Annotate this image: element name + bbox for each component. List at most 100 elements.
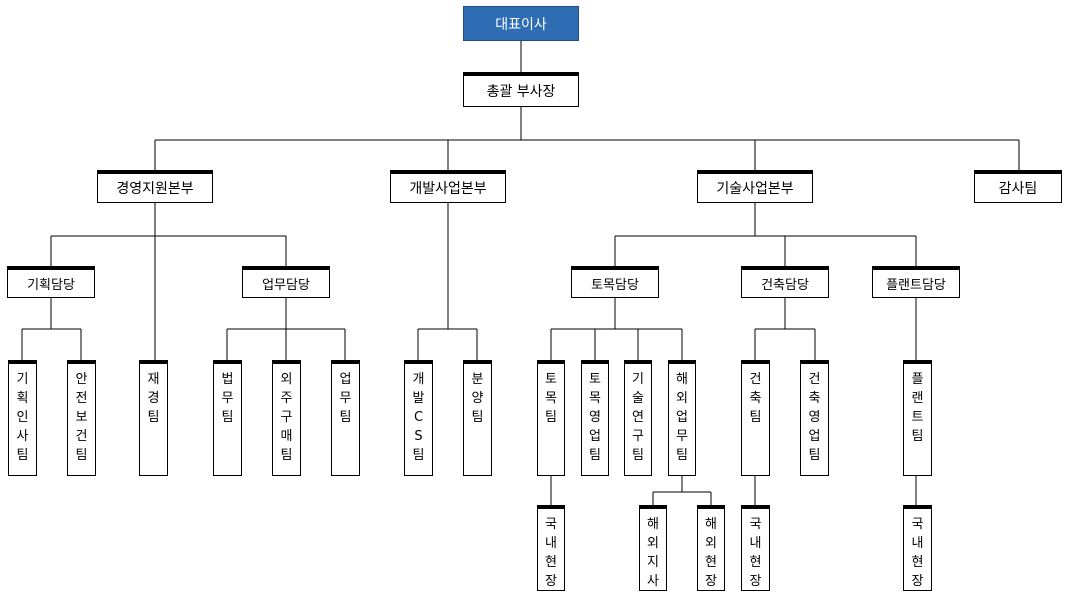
label-char: 팀	[808, 448, 821, 463]
label-char: 영	[808, 410, 821, 425]
label-char: C	[413, 410, 424, 425]
label-char: 팀	[676, 448, 688, 463]
label-char: 개	[412, 372, 425, 387]
label-char: 해	[647, 517, 659, 532]
label-char: 외	[280, 372, 293, 387]
label-char: 분	[471, 372, 484, 387]
label-char: 업	[339, 372, 352, 387]
label-char: 축	[808, 391, 821, 406]
label-char: 매	[280, 429, 293, 444]
label-char: 목	[589, 391, 601, 406]
division-audit: 감사팀	[974, 170, 1062, 203]
label-char: 무	[221, 391, 234, 406]
label-char: 국	[911, 517, 924, 532]
label-char: 해	[705, 517, 717, 532]
label-char: 재	[147, 372, 160, 387]
label-char: 팀	[280, 448, 293, 463]
label-char: 획	[16, 391, 29, 406]
label-char: 발	[412, 391, 425, 406]
label-char: 국	[749, 517, 762, 532]
label-char: 인	[16, 410, 29, 425]
label-char: 장	[705, 574, 717, 589]
label-char: 목	[545, 391, 557, 406]
label-char: 플	[911, 372, 924, 387]
label-char: 보	[75, 410, 88, 425]
label-char: 해	[676, 372, 688, 387]
label-char: 주	[280, 391, 293, 406]
label-char: 팀	[911, 429, 924, 444]
label-char: 국	[545, 517, 557, 532]
label-char: 장	[911, 574, 924, 589]
label-char: 업	[589, 429, 601, 444]
label-char: 팀	[471, 410, 484, 425]
label-char: 전	[75, 391, 88, 406]
label-char: 기	[632, 372, 644, 387]
label-char: 내	[911, 536, 924, 551]
label-char: 경	[147, 391, 160, 406]
label-char: 사	[16, 429, 29, 444]
label-char: 사	[647, 574, 659, 589]
label-char: 팀	[221, 410, 234, 425]
label-char: 술	[632, 391, 644, 406]
label-char: 업	[808, 429, 821, 444]
label-char: 외	[647, 536, 659, 551]
division-development: 개발사업본부	[390, 170, 506, 203]
label-char: 외	[676, 391, 688, 406]
label-char: 업	[676, 410, 688, 425]
manager-planning: 기획담당	[7, 266, 95, 298]
division-technology: 기술사업본부	[697, 170, 813, 203]
label-char: 현	[749, 555, 762, 570]
label-char: 연	[632, 410, 644, 425]
label-char: 양	[471, 391, 484, 406]
manager-building: 건축담당	[741, 266, 829, 298]
label-char: 건	[808, 372, 821, 387]
vp-box: 총괄 부사장	[463, 72, 579, 107]
label-char: 팀	[589, 448, 601, 463]
manager-plant: 플랜트담당	[872, 266, 960, 298]
label-char: 안	[75, 372, 88, 387]
label-char: 외	[705, 536, 717, 551]
label-char: 팀	[147, 410, 160, 425]
label-char: 팀	[75, 448, 88, 463]
label-char: 토	[589, 372, 601, 387]
label-char: 구	[632, 429, 644, 444]
label-char: 팀	[16, 448, 29, 463]
manager-business: 업무담당	[242, 266, 330, 298]
label-char: 내	[545, 536, 557, 551]
label-char: 지	[647, 555, 659, 570]
label-char: 팀	[545, 410, 557, 425]
label-char: 현	[545, 555, 557, 570]
label-char: 현	[705, 555, 717, 570]
label-char: 트	[911, 410, 924, 425]
label-char: 구	[280, 410, 293, 425]
manager-civil: 토목담당	[571, 266, 659, 298]
label-char: 건	[75, 429, 88, 444]
label-char: 장	[545, 574, 557, 589]
label-char: 현	[911, 555, 924, 570]
label-char: 팀	[412, 448, 425, 463]
division-management: 경영지원본부	[97, 170, 213, 203]
label-char: 기	[16, 372, 29, 387]
label-char: 팀	[749, 410, 762, 425]
label-char: 토	[545, 372, 557, 387]
label-char: 축	[749, 391, 762, 406]
label-char: 장	[749, 574, 762, 589]
label-char: 무	[676, 429, 688, 444]
